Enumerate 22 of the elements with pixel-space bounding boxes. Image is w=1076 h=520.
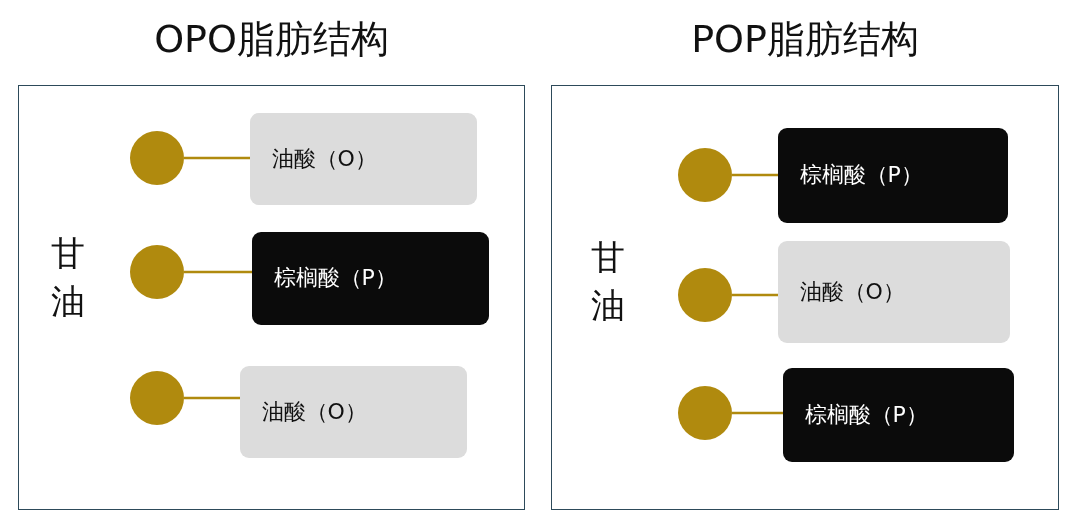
circle-node [677, 147, 732, 202]
acid-box: 棕榈酸（P） [251, 231, 489, 325]
side-label: 甘油 [51, 232, 86, 323]
acid-box: 油酸（O） [239, 365, 467, 458]
circle-node [129, 244, 184, 299]
connector-line [732, 411, 783, 415]
acid-box: 油酸（O） [777, 240, 1010, 343]
circle-node [129, 130, 184, 185]
connector-line [732, 173, 778, 177]
panel-heading: POP脂肪结构 [690, 16, 920, 63]
acid-box: 油酸（O） [249, 112, 477, 205]
connector-line [732, 293, 778, 297]
connector-line [184, 396, 240, 400]
panel-heading: OPO脂肪结构 [153, 16, 390, 63]
acid-box: 棕榈酸（P） [777, 127, 1008, 223]
circle-node [677, 267, 732, 322]
circle-node [677, 385, 732, 440]
acid-box: 棕榈酸（P） [782, 367, 1014, 462]
connector-line [184, 156, 250, 160]
circle-node [129, 370, 184, 425]
side-label: 甘油 [591, 236, 626, 327]
connector-line [184, 270, 252, 274]
